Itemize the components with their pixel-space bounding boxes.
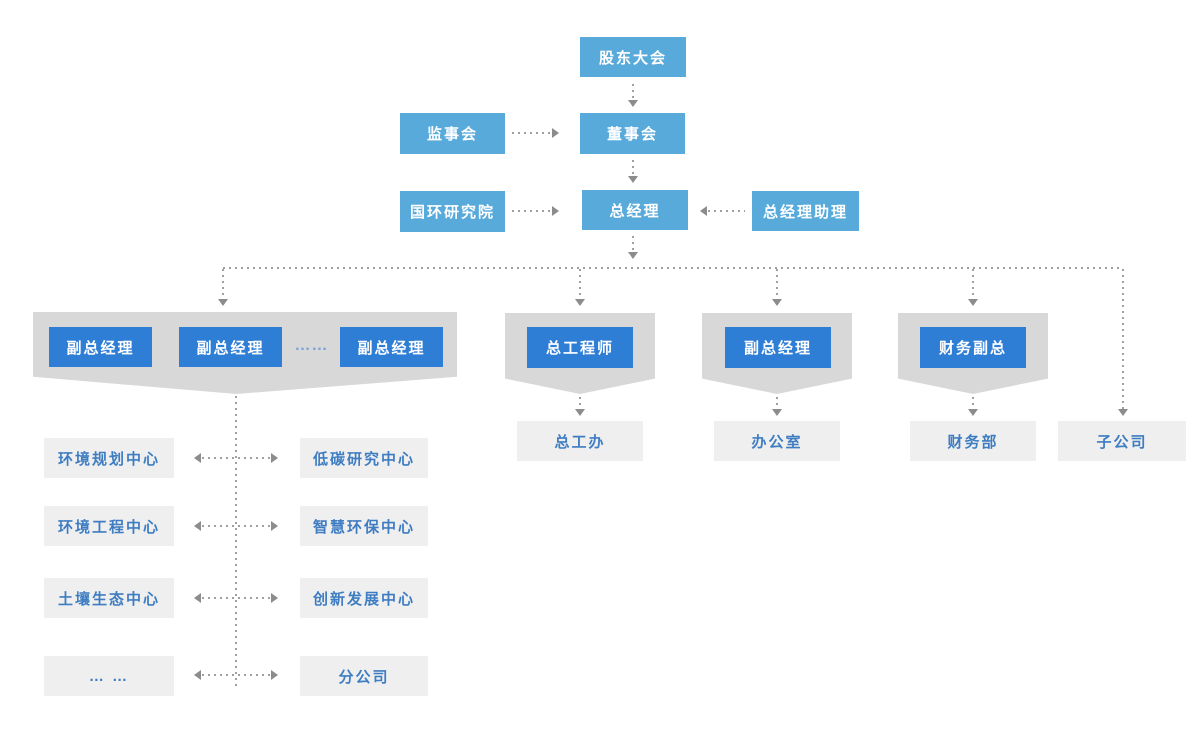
dashed-line [776,397,778,409]
node-finance-dept: 财务部 [910,421,1036,461]
node-innovation-center: 创新发展中心 [300,578,428,618]
node-board-of-directors: 董事会 [580,113,685,154]
node-research-institute: 国环研究院 [400,191,505,232]
arrow-down-icon [772,299,782,306]
node-smart-env-center: 智慧环保中心 [300,506,428,546]
arrow-down-icon [575,409,585,416]
dashed-line [512,210,550,212]
arrow-left-icon [194,593,201,603]
node-deputy-gm-3: 副总经理 [340,327,443,367]
arrow-down-icon [772,409,782,416]
node-branch-company: 分公司 [300,656,428,696]
arrow-left-icon [194,453,201,463]
node-general-manager: 总经理 [582,190,688,230]
dashed-line [202,457,272,459]
arrow-right-icon [552,128,559,138]
arrow-left-icon [700,206,707,216]
node-low-carbon-center: 低碳研究中心 [300,438,428,478]
node-deputy-gm-1: 副总经理 [49,327,152,367]
node-deputy-gm-2: 副总经理 [179,327,282,367]
arrow-right-icon [271,521,278,531]
node-chief-engineer-office: 总工办 [517,421,643,461]
node-gm-assistant: 总经理助理 [752,191,859,231]
node-deputy-gm-admin: 副总经理 [725,327,831,368]
arrow-left-icon [194,521,201,531]
dashed-line [632,84,634,101]
dashed-line [972,269,974,299]
dashed-line [579,269,581,299]
dashed-line [972,397,974,409]
dashed-line [632,160,634,177]
node-ellipsis: … … [44,656,174,696]
arrow-down-icon [218,299,228,306]
node-chief-engineer: 总工程师 [527,327,633,368]
dashed-line [512,132,550,134]
node-soil-ecology-center: 土壤生态中心 [44,578,174,618]
dashed-line [708,210,745,212]
node-shareholders-meeting: 股东大会 [580,37,686,77]
dashed-line [202,674,272,676]
arrow-down-icon [575,299,585,306]
arrow-down-icon [628,100,638,107]
node-env-engineering-center: 环境工程中心 [44,506,174,546]
dashed-line [1122,269,1124,409]
arrow-left-icon [194,670,201,680]
dashed-line [235,396,237,687]
arrow-right-icon [552,206,559,216]
arrow-down-icon [1118,409,1128,416]
arrow-down-icon [968,299,978,306]
node-office: 办公室 [714,421,840,461]
arrow-right-icon [271,670,278,680]
node-finance-deputy: 财务副总 [920,327,1026,368]
node-subsidiary: 子公司 [1058,421,1186,461]
ellipsis-dots: …… [294,337,329,354]
arrow-right-icon [271,453,278,463]
node-supervisory-board: 监事会 [400,113,505,154]
arrow-down-icon [628,252,638,259]
dashed-line [579,397,581,409]
arrow-right-icon [271,593,278,603]
dashed-line [202,597,272,599]
dashed-line [223,267,1123,269]
dashed-line [222,269,224,299]
dashed-line [632,236,634,253]
dashed-line [776,269,778,299]
arrow-down-icon [628,176,638,183]
arrow-down-icon [968,409,978,416]
dashed-line [202,525,272,527]
node-env-planning-center: 环境规划中心 [44,438,174,478]
